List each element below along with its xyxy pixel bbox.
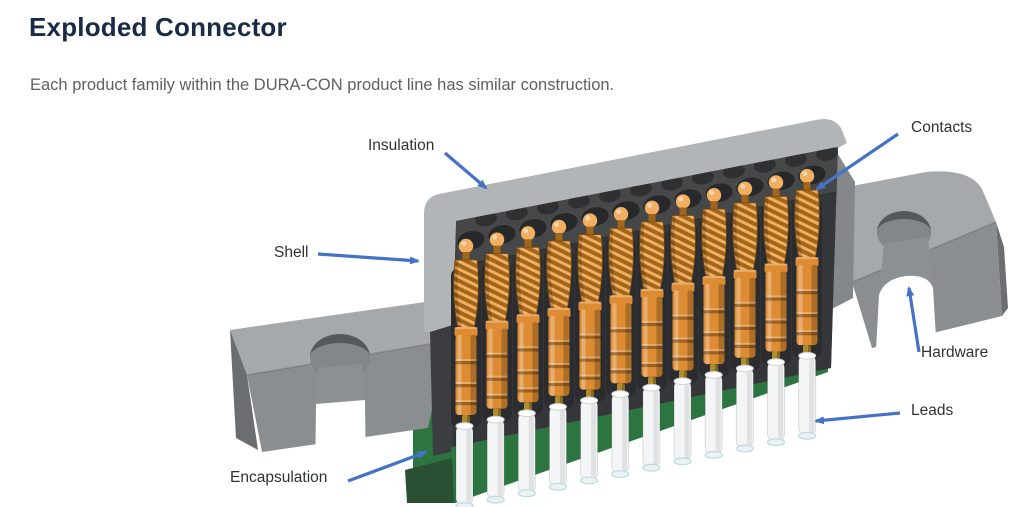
- arrow-encapsulation: [347, 450, 428, 483]
- label-insulation: Insulation: [368, 137, 435, 154]
- contact-barrel: [703, 284, 725, 365]
- lead-wire: [548, 402, 568, 491]
- arrow-contacts: [815, 132, 899, 191]
- contact-pin: [606, 207, 636, 406]
- contact-pin: [730, 181, 760, 380]
- lead-wire: [455, 422, 474, 507]
- contact-barrel: [548, 315, 570, 396]
- contact-barrel: [641, 296, 663, 377]
- contact-barrel: [796, 265, 818, 346]
- label-hardware: Hardware: [921, 344, 989, 361]
- contact-barrel: [579, 309, 601, 390]
- contact-ball-tip: [613, 207, 629, 222]
- contact-ball-tip: [582, 213, 598, 228]
- mounting-hole-left: [310, 334, 370, 490]
- contact-ball-tip: [737, 181, 753, 197]
- contact-pin: [668, 194, 698, 393]
- lead-wire: [579, 396, 599, 485]
- contact-ball-tip: [799, 168, 815, 184]
- label-contacts: Contacts: [911, 119, 973, 136]
- arrow-leads: [814, 411, 901, 425]
- contact-ball-tip: [489, 232, 505, 247]
- shell: [424, 119, 855, 456]
- lead-wire: [798, 351, 817, 440]
- contact-pin: [451, 238, 481, 437]
- contact-ball-tip: [458, 238, 474, 254]
- lead-wire: [611, 390, 630, 479]
- lead-wire: [673, 377, 692, 466]
- contact-pin: [761, 175, 791, 374]
- contact-pin: [544, 219, 574, 418]
- hardware-flange-right: [851, 171, 1008, 350]
- label-leads: Leads: [911, 402, 954, 419]
- callout-arrows: [317, 132, 921, 483]
- page-title: Exploded Connector: [29, 12, 287, 42]
- page-subtitle: Each product family within the DURA-CON …: [30, 76, 615, 94]
- contact-ball-tip: [644, 200, 660, 216]
- contact-barrel: [517, 322, 539, 403]
- contact-barrel: [610, 303, 632, 384]
- arrow-hardware: [906, 286, 921, 353]
- contact-barrel: [734, 277, 756, 358]
- contact-ball-tip: [706, 187, 722, 203]
- contact-barrel: [455, 335, 477, 415]
- contact-pin: [792, 168, 822, 368]
- contact-pin: [482, 232, 512, 431]
- contact-pin: [513, 226, 543, 425]
- lead-wire: [735, 364, 754, 453]
- lead-wire: [766, 358, 786, 447]
- label-encapsulation: Encapsulation: [230, 469, 328, 486]
- label-shell: Shell: [274, 244, 309, 261]
- mounting-hole-right: [876, 211, 936, 350]
- contacts-group: [451, 168, 822, 437]
- lead-wire: [642, 383, 661, 472]
- contact-pin: [699, 187, 729, 387]
- lead-wire: [486, 415, 505, 504]
- contact-ball-tip: [520, 226, 536, 241]
- lead-wire: [704, 371, 723, 459]
- contact-ball-tip: [675, 194, 691, 209]
- leads-group: [455, 351, 817, 507]
- contact-pin: [575, 213, 605, 412]
- arrow-insulation: [443, 151, 488, 190]
- contact-pin: [637, 200, 667, 399]
- contact-barrel: [486, 328, 508, 409]
- contact-barrel: [765, 271, 787, 352]
- arrow-shell: [317, 252, 420, 265]
- hardware-flange-left: [230, 301, 448, 490]
- contact-ball-tip: [551, 219, 567, 235]
- contact-ball-tip: [768, 175, 784, 190]
- contact-barrel: [672, 290, 694, 371]
- lead-wire: [517, 409, 536, 498]
